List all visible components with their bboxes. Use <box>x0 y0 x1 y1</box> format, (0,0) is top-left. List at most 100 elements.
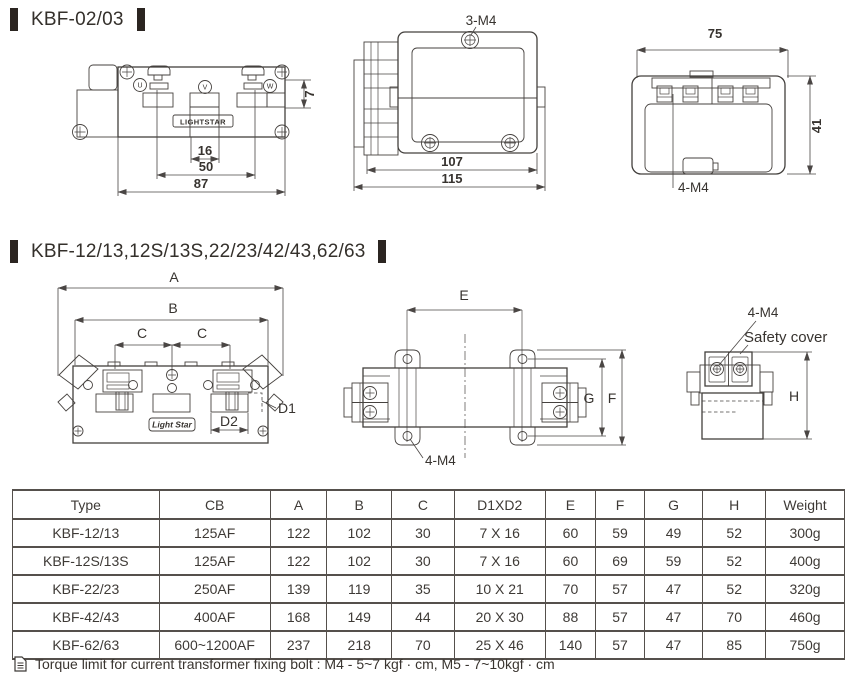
terminal-right <box>212 369 253 411</box>
callout-3-m4: 3-M4 <box>466 13 497 28</box>
cell-cb: 400AF <box>158 602 271 632</box>
dimension-h: H <box>752 351 812 440</box>
dim-a: A <box>169 269 179 285</box>
header-bar <box>378 240 387 263</box>
cell-a: 168 <box>269 602 328 632</box>
terminal-left <box>343 382 389 423</box>
header-bar <box>10 8 18 31</box>
callout-4m4: 4-M4 <box>672 94 709 195</box>
dim-d2: D2 <box>220 413 238 429</box>
table-row: KBF-62/63 600~1200AF 237 218 70 25 X 46 … <box>12 630 845 660</box>
cell-weight: 460g <box>765 602 845 632</box>
brand-badge: Light Star <box>148 417 196 432</box>
section2-title: KBF-12/13,12S/13S,22/23/42/43,62/63 <box>31 240 366 262</box>
cell-type: KBF-42/43 <box>12 602 160 632</box>
cell-d1xd2: 10 X 21 <box>453 574 546 604</box>
cell-type: KBF-12S/13S <box>12 546 160 576</box>
terminal-left <box>102 369 143 411</box>
kbf12-front-view-drawing: A B C C <box>57 269 296 444</box>
center-screw-icon <box>166 369 178 381</box>
kbf12-side-view-drawing: 4-M4 Safety cover H <box>686 305 827 440</box>
header-bar <box>10 240 18 263</box>
cell-f: 57 <box>595 630 645 660</box>
cell-type: KBF-22/23 <box>12 574 160 604</box>
torque-footnote-text: Torque limit for current transformer fix… <box>35 656 555 672</box>
dimensions: 7 16 50 87 <box>117 79 317 196</box>
dim-7: 7 <box>302 90 317 97</box>
phase-labels: U V W <box>133 78 277 94</box>
cell-cb: 600~1200AF <box>158 630 271 660</box>
cell-type: KBF-12/13 <box>12 518 160 548</box>
table-row: KBF-42/43 400AF 168 149 44 20 X 30 88 57… <box>12 602 845 632</box>
section1-title: KBF-02/03 <box>31 8 124 30</box>
callout-4-m4: 4-M4 <box>678 180 709 195</box>
cell-c: 44 <box>391 602 455 632</box>
dim-16: 16 <box>198 143 212 158</box>
dimensions-table: Type CB A B C D1XD2 E F G H Weight KBF-1… <box>12 489 845 660</box>
col-d1xd2: D1XD2 <box>453 489 546 520</box>
dim-115: 115 <box>442 171 463 186</box>
dim-h: H <box>789 388 799 404</box>
dimensions: 75 41 <box>636 26 824 175</box>
dim-g: G <box>584 390 595 406</box>
callout-4-m4: 4-M4 <box>748 305 779 320</box>
dimensions-top: A B C C <box>57 269 284 376</box>
header-bar <box>136 8 145 31</box>
dimensions-d: D1 D2 <box>210 392 296 434</box>
callouts: 4-M4 Safety cover <box>718 305 827 366</box>
kbf12-side-outline <box>686 351 774 440</box>
brand-label: LIGHTSTAR <box>180 118 226 127</box>
cell-h: 85 <box>702 630 767 660</box>
cell-g: 47 <box>643 602 704 632</box>
cell-h: 52 <box>702 546 767 576</box>
col-f: F <box>595 489 645 520</box>
cell-type: KBF-62/63 <box>12 630 160 660</box>
dim-d1: D1 <box>278 400 296 416</box>
kbf0203-end-view-drawing: 75 41 4-M4 <box>631 26 824 195</box>
table-header-row: Type CB A B C D1XD2 E F G H Weight <box>12 489 845 520</box>
screw-icons <box>72 64 290 140</box>
dim-41: 41 <box>809 119 824 133</box>
table-row: KBF-12S/13S 125AF 122 102 30 7 X 16 60 6… <box>12 546 845 576</box>
kbf0203-end-outline <box>631 70 786 175</box>
col-cb: CB <box>158 489 271 520</box>
cell-d1xd2: 7 X 16 <box>453 518 546 548</box>
dim-87: 87 <box>194 176 208 191</box>
cell-b: 102 <box>326 546 393 576</box>
col-e: E <box>544 489 597 520</box>
cell-f: 57 <box>595 574 645 604</box>
cell-cb: 125AF <box>158 518 271 548</box>
dim-50: 50 <box>199 159 213 174</box>
cell-g: 59 <box>643 546 704 576</box>
cell-weight: 300g <box>765 518 845 548</box>
phase-u-label: U <box>137 83 142 90</box>
cell-b: 119 <box>326 574 393 604</box>
col-g: G <box>643 489 704 520</box>
cell-b: 149 <box>326 602 393 632</box>
dim-f: F <box>608 390 617 406</box>
dimension-e: E <box>406 287 523 442</box>
dim-b: B <box>168 300 177 316</box>
cell-d1xd2: 20 X 30 <box>453 602 546 632</box>
cell-cb: 250AF <box>158 574 271 604</box>
dimensions-right: G F <box>528 349 626 446</box>
cell-a: 237 <box>269 630 328 660</box>
dimensions: 107 115 <box>353 107 546 191</box>
cell-g: 47 <box>643 630 704 660</box>
kbf12-front-outline: Light Star <box>57 354 284 444</box>
cell-cb: 125AF <box>158 546 271 576</box>
cell-a: 122 <box>269 546 328 576</box>
kbf0203-side-outline <box>353 31 546 156</box>
table-row: KBF-22/23 250AF 139 119 35 10 X 21 70 57… <box>12 574 845 604</box>
cell-c: 70 <box>391 630 455 660</box>
col-a: A <box>269 489 328 520</box>
cell-e: 60 <box>544 518 597 548</box>
screw-icons <box>421 31 519 152</box>
kbf12-top-view-drawing: E <box>343 287 626 468</box>
terminal-right <box>541 382 587 423</box>
callout-4-m4: 4-M4 <box>425 453 456 468</box>
cell-a: 122 <box>269 518 328 548</box>
dim-e: E <box>459 287 468 303</box>
cell-d1xd2: 25 X 46 <box>453 630 546 660</box>
cell-e: 70 <box>544 574 597 604</box>
